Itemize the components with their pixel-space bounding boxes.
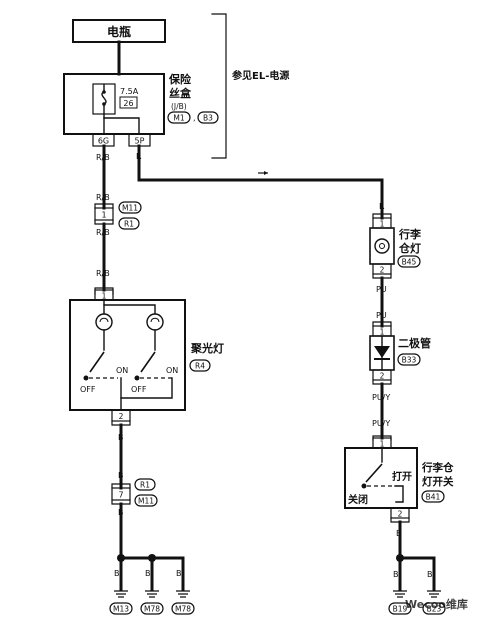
fuse-box-title-2: 丝盒 xyxy=(169,86,192,100)
watermark: Wecoo维库 xyxy=(405,597,468,611)
wire-r xyxy=(137,144,384,220)
arrow-icon xyxy=(264,171,268,175)
luggage-switch-pin-bottom: 2 xyxy=(398,510,403,519)
diode-pin-top: 1 xyxy=(380,328,385,337)
ground-icon xyxy=(145,590,159,598)
connector-m11: 1 M11 R1 xyxy=(94,201,142,230)
diode-title: 二极管 xyxy=(398,336,431,350)
connector-r1-label-top: R1 xyxy=(140,481,150,490)
diode-code: B33 xyxy=(402,356,417,365)
wire-label-b-6: B xyxy=(176,569,182,578)
luggage-lamp-title-2: 仓灯 xyxy=(398,241,421,255)
spotlight-on-2: ON xyxy=(166,366,178,375)
wire-label-puy-1: PU/Y xyxy=(372,393,390,402)
ground-icon xyxy=(114,590,128,598)
switch-open-label: 打开 xyxy=(392,470,412,483)
diode-pin-bottom: 2 xyxy=(380,372,385,381)
see-also-bracket xyxy=(211,13,227,159)
wire-label-b-7: B xyxy=(396,529,402,538)
fuse-box-title-1: 保险 xyxy=(168,72,192,86)
wire-label-r-1: R xyxy=(136,152,142,161)
fuse-rating: 7.5A xyxy=(120,87,139,96)
battery-box: 电瓶 xyxy=(72,19,166,43)
ground-label-b19: B19 xyxy=(393,605,408,614)
ground-label-m13: M13 xyxy=(113,605,129,614)
switch-closed-label: 关闭 xyxy=(348,493,368,506)
ground-symbols-left: M13 M78 M78 xyxy=(109,590,195,615)
see-also-text: 参见EL-电源 xyxy=(232,69,289,82)
switch-lever-1 xyxy=(89,351,105,373)
spotlight-off-2: OFF xyxy=(131,385,147,394)
connector-m11-label-bottom: M11 xyxy=(138,497,154,506)
luggage-switch-title-1: 行李仓 xyxy=(421,461,454,474)
luggage-switch-code: B41 xyxy=(426,493,441,502)
wire-label-puy-2: PU/Y xyxy=(372,419,390,428)
fuse-number: 26 xyxy=(123,99,133,108)
wire-label-b-4: B xyxy=(114,569,120,578)
ground-symbols-right: B19 B23 xyxy=(388,590,446,615)
fuse-box-connector-1: M1 xyxy=(173,114,184,123)
luggage-lamp: 1 2 行李 仓灯 B45 xyxy=(369,213,422,279)
wire-label-pu-2: PU xyxy=(376,311,387,320)
ground-label-m78-2: M78 xyxy=(175,605,191,614)
lamp-icon xyxy=(374,238,390,254)
wire-label-b-8: B xyxy=(393,570,399,579)
diode: 1 2 二极管 B33 xyxy=(369,321,431,385)
ground-label-m78-1: M78 xyxy=(144,605,160,614)
luggage-switch-pin-top: 1 xyxy=(380,440,385,449)
wire-label-b-5: B xyxy=(145,569,151,578)
wire-label-r-2: R xyxy=(379,202,385,211)
luggage-switch: 1 打开 关闭 2 行李仓 灯开关 B41 xyxy=(344,435,454,523)
wire-label-rb-1: R/B xyxy=(96,153,110,162)
spotlight-pin-bottom: 2 xyxy=(119,412,124,421)
wire-label-rb-2: R/B xyxy=(96,193,110,202)
wire-label-b-3: B xyxy=(118,508,124,517)
connector-m11-label: M11 xyxy=(122,204,138,213)
luggage-lamp-pin-top: 1 xyxy=(380,220,385,229)
fuse-box: 7.5A 26 保险 丝盒 (J/B) M1 , B3 6G 5P xyxy=(63,72,219,147)
lamp-icon-1 xyxy=(95,313,113,331)
wire-label-b-9: B xyxy=(427,570,433,579)
ground-label-b23: B23 xyxy=(427,605,442,614)
wire-label-pu-1: PU xyxy=(376,285,387,294)
connector-r1-pin: 7 xyxy=(118,491,123,500)
connector-separator: , xyxy=(193,114,196,123)
connector-m11-pin: 1 xyxy=(101,211,106,220)
fuse-box-abbr: (J/B) xyxy=(171,102,187,111)
spotlight-title: 聚光灯 xyxy=(190,341,224,355)
wire-label-rb-3: R/B xyxy=(96,228,110,237)
spotlight-code: R4 xyxy=(195,362,205,371)
wire-label-b-1: B xyxy=(118,433,124,442)
switch-lever-2 xyxy=(140,351,156,373)
fuse-pin-6g: 6G xyxy=(98,137,109,146)
spotlight-off-1: OFF xyxy=(80,385,96,394)
fuse-icon xyxy=(101,84,107,114)
spotlight-pin-top: 1 xyxy=(102,292,107,301)
connector-r1: 7 R1 M11 xyxy=(111,478,158,507)
luggage-switch-title-2: 灯开关 xyxy=(422,475,454,488)
wire-label-rb-4: R/B xyxy=(96,269,110,278)
lamp-icon-2 xyxy=(146,313,164,331)
spotlight-box: 1 OFF OFF ON ON 2 聚光灯 R4 xyxy=(69,287,224,426)
switch-lever-3 xyxy=(365,463,383,483)
wire-label-b-2: B xyxy=(118,471,124,480)
ground-icon xyxy=(176,590,190,598)
fuse-pin-5p: 5P xyxy=(135,137,145,146)
connector-r1-label: R1 xyxy=(124,220,134,229)
ground-icon xyxy=(393,590,407,598)
luggage-lamp-code: B45 xyxy=(402,258,417,267)
spotlight-on-1: ON xyxy=(116,366,128,375)
ground-icon xyxy=(427,590,441,598)
fuse-box-connector-2: B3 xyxy=(203,114,213,123)
battery-label: 电瓶 xyxy=(107,24,131,39)
luggage-lamp-pin-bottom: 2 xyxy=(380,266,385,275)
luggage-lamp-title-1: 行李 xyxy=(398,227,422,241)
